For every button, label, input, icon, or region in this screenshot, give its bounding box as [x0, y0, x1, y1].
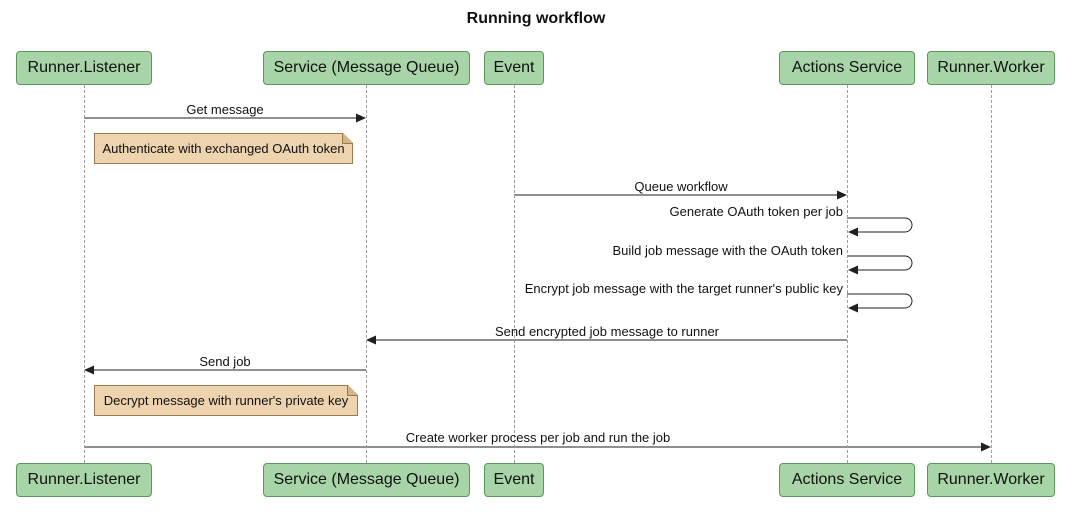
actor-top-runner-worker: Runner.Worker	[927, 51, 1055, 85]
lifeline-runner-worker	[991, 85, 992, 463]
arrowhead-get-message	[356, 113, 366, 123]
message-label-send-job: Send job	[199, 354, 251, 369]
actor-top-actions-service: Actions Service	[779, 51, 915, 85]
actor-top-service-message-queue: Service (Message Queue)	[263, 51, 470, 85]
arrowhead-create-worker-process	[981, 442, 991, 452]
arrowhead-queue-workflow	[837, 190, 847, 200]
arrowhead-encrypt-job-message	[848, 303, 858, 313]
diagram-title: Running workflow	[466, 10, 606, 27]
message-label-queue-workflow: Queue workflow	[634, 179, 728, 194]
lifeline-actions-service	[847, 85, 848, 463]
message-label-send-encrypted-job-message: Send encrypted job message to runner	[494, 324, 720, 339]
actor-bottom-event: Event	[484, 463, 544, 497]
message-label-get-message: Get message	[186, 102, 264, 117]
actor-bottom-actions-service: Actions Service	[779, 463, 915, 497]
note-fold-icon	[342, 133, 353, 144]
actor-top-event: Event	[484, 51, 544, 85]
lifeline-event	[514, 85, 515, 463]
actor-bottom-service-message-queue: Service (Message Queue)	[263, 463, 470, 497]
arrowhead-generate-oauth-token	[848, 227, 858, 237]
message-label-create-worker-process: Create worker process per job and run th…	[405, 430, 671, 445]
actor-bottom-runner-listener: Runner.Listener	[16, 463, 152, 497]
message-label-build-job-message: Build job message with the OAuth token	[612, 243, 843, 258]
lifeline-service-message-queue	[366, 85, 367, 463]
arrowhead-send-encrypted-job-message	[366, 335, 376, 345]
note-fold-icon	[347, 385, 358, 396]
message-label-encrypt-job-message: Encrypt job message with the target runn…	[524, 281, 843, 296]
note-authenticate-oauth: Authenticate with exchanged OAuth token	[94, 133, 353, 164]
note-text: Authenticate with exchanged OAuth token	[102, 141, 345, 156]
actor-bottom-runner-worker: Runner.Worker	[927, 463, 1055, 497]
arrow-loop-build-job-message	[847, 255, 913, 271]
note-decrypt-message: Decrypt message with runner's private ke…	[94, 385, 358, 416]
lifeline-runner-listener	[84, 85, 85, 463]
arrow-loop-encrypt-job-message	[847, 293, 913, 309]
actor-top-runner-listener: Runner.Listener	[16, 51, 152, 85]
note-text: Decrypt message with runner's private ke…	[103, 393, 349, 408]
arrowhead-send-job	[84, 365, 94, 375]
arrow-loop-generate-oauth-token	[847, 217, 913, 233]
message-label-generate-oauth-token: Generate OAuth token per job	[669, 204, 843, 219]
arrowhead-build-job-message	[848, 265, 858, 275]
